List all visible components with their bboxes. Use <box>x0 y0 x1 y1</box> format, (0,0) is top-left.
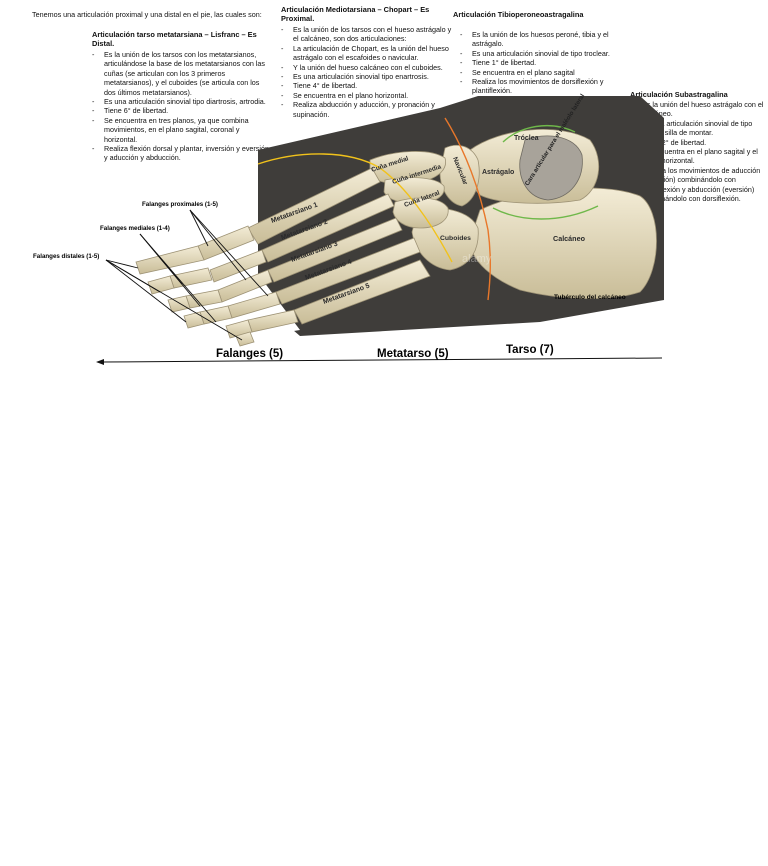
label-tuberculo: Tubérculo del calcáneo <box>554 294 626 301</box>
label-falanges-mediales: Falanges mediales (1-4) <box>100 225 170 232</box>
label-cuboides: Cuboides <box>440 235 471 242</box>
section-falanges: Falanges (5) <box>216 348 283 360</box>
label-troclea: Tróclea <box>514 135 539 142</box>
label-falanges-distales: Falanges distales (1-5) <box>33 253 99 260</box>
alamy-watermark: alamy <box>462 253 492 265</box>
label-calcaneo: Calcáneo <box>553 234 586 243</box>
region-axis-arrowhead <box>96 359 104 365</box>
label-falanges-proximales: Falanges proximales (1-5) <box>142 201 218 208</box>
section-tarso: Tarso (7) <box>506 344 554 356</box>
label-astragalo: Astrágalo <box>482 169 514 176</box>
section-metatarso: Metatarso (5) <box>377 348 449 360</box>
